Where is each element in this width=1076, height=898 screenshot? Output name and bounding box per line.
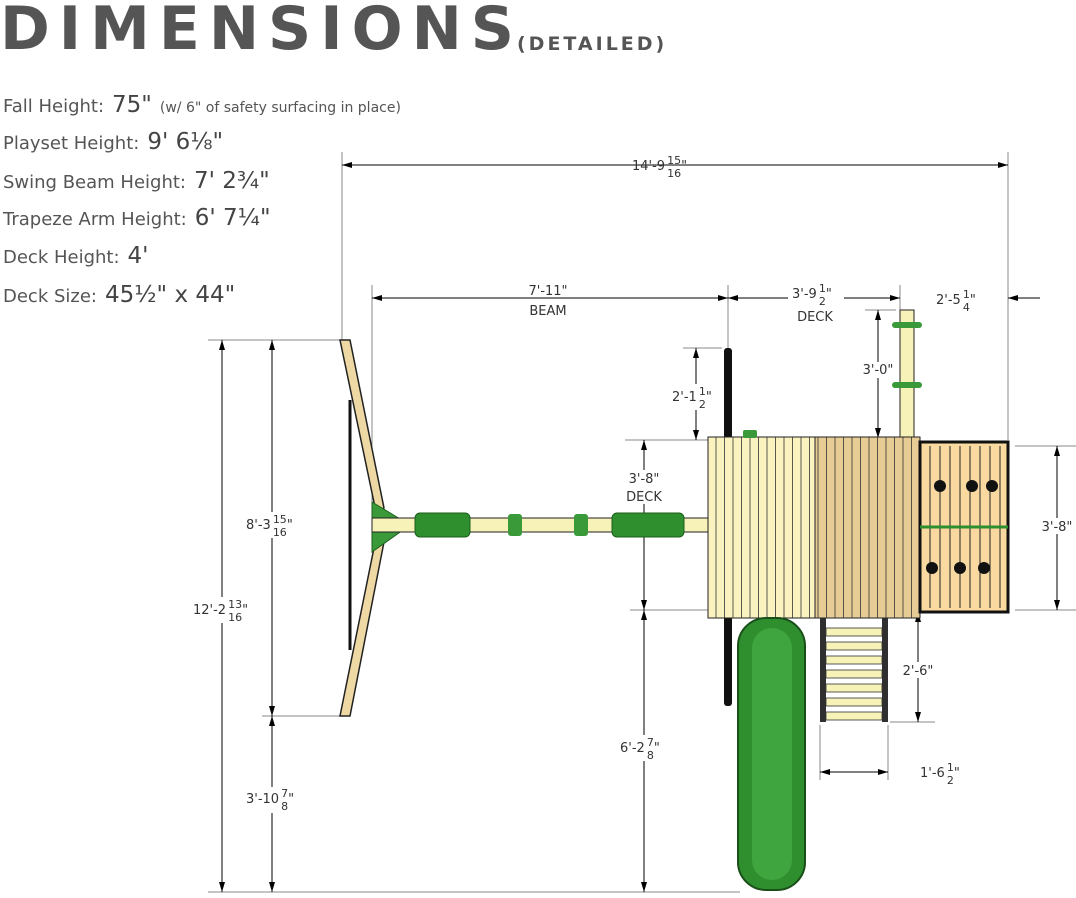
tower-post: [899, 309, 915, 438]
ladder-rail: [820, 618, 826, 722]
spec-value: 6' 7¼": [194, 205, 271, 231]
rock-holds: [926, 480, 998, 574]
dim-deck-depth: 3'-8": [629, 472, 660, 487]
spec-value: 45½" x 44": [105, 282, 236, 308]
slide: [737, 617, 806, 891]
rock-wall: [918, 440, 1010, 614]
extension-lines: [208, 152, 1076, 893]
ladder-rung: [825, 641, 883, 651]
spec-fall-height: Fall Height: 75" (w/ 6" of safety surfacin…: [3, 92, 401, 118]
dim-deck-caption: DECK: [797, 310, 833, 325]
spec-deck-size: Deck Size: 45½" x 44": [3, 282, 235, 308]
dim-beam: 7'-11": [528, 284, 567, 299]
page-subtitle: (DETAILED): [517, 33, 668, 55]
ladder-rung: [825, 711, 883, 721]
spec-swing-beam-height: Swing Beam Height: 7' 2¾": [3, 168, 270, 194]
a-frame-leg: [339, 536, 385, 717]
dim-ladder-length: 2'-6": [903, 664, 934, 679]
spec-value: 9' 6⅛": [147, 129, 224, 155]
spec-note: (w/ 6" of safety surfacing in place): [159, 100, 401, 116]
spec-trapeze-arm-height: Trapeze Arm Height: 6' 7¼": [3, 205, 271, 231]
spec-label: Playset Height:: [3, 133, 140, 154]
spec-playset-height: Playset Height: 9' 6⅛": [3, 129, 223, 155]
spec-label: Trapeze Arm Height:: [3, 209, 187, 230]
swing-beam: [371, 512, 711, 538]
dim-wall-depth: 3'-8": [1042, 520, 1073, 535]
spec-label: Deck Height:: [3, 247, 120, 268]
ladder-rungs: [825, 627, 883, 721]
deck: [707, 430, 921, 619]
deck-boards-light: [707, 436, 816, 619]
dim-beam-caption: BEAM: [529, 304, 566, 319]
trapeze-hanger: [574, 514, 588, 536]
deck-cap: [743, 430, 757, 438]
swing-hanger: [414, 512, 471, 538]
ladder-rail: [882, 618, 888, 722]
dim-deck-depth-caption: DECK: [626, 490, 662, 505]
deck-board-lines: [715, 437, 912, 618]
spec-value: 7' 2¾": [193, 168, 270, 194]
deck-boards-tan: [814, 436, 921, 619]
spec-label: Fall Height:: [3, 96, 105, 117]
spec-deck-height: Deck Height: 4': [3, 243, 149, 269]
handle: [892, 382, 922, 388]
handle: [892, 322, 922, 328]
spec-value: 75": [112, 92, 152, 118]
slide-bed: [752, 628, 792, 880]
a-frame-leg: [339, 339, 385, 514]
spec-label: Deck Size:: [3, 286, 97, 307]
trapeze-hanger: [508, 514, 522, 536]
ladder-rung: [825, 669, 883, 679]
ladder-rung: [825, 683, 883, 693]
swing-hanger: [611, 512, 685, 538]
ladder: [820, 618, 888, 722]
ladder-rung: [825, 655, 883, 665]
ladder-rung: [825, 627, 883, 637]
dim-tower-post: 3'-0": [863, 363, 894, 378]
spec-label: Swing Beam Height:: [3, 172, 186, 193]
spec-value: 4': [127, 243, 149, 269]
page-title: DIMENSIONS: [0, 0, 524, 64]
ladder-rung: [825, 697, 883, 707]
